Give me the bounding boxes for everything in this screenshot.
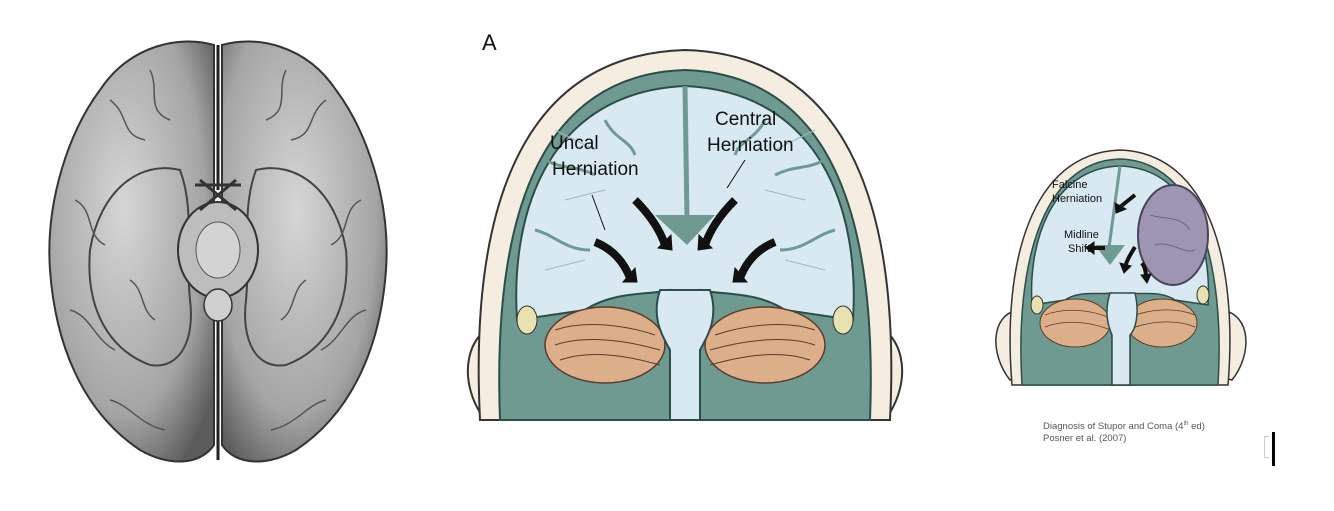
brain-inferior-view [30, 20, 410, 470]
panel-letter: A [482, 30, 497, 55]
herniation-arrows [1085, 193, 1152, 284]
right-fat-pad [832, 305, 854, 335]
text-cursor-icon [1272, 432, 1275, 466]
midline-label-line2: Shift [1068, 243, 1091, 255]
brainstem [655, 289, 715, 421]
citation-superscript: th [1183, 421, 1189, 427]
central-label-line1: Central [715, 109, 777, 130]
text-cursor-bracket [1264, 436, 1269, 458]
gyri-lines [69, 69, 367, 431]
medulla [203, 288, 233, 322]
cerebellum-folia [554, 324, 816, 366]
citation-edition: ed) [1188, 421, 1205, 433]
brainstem [1106, 292, 1138, 386]
left-fat-pad [1030, 295, 1044, 315]
herniation-arrows [593, 197, 777, 283]
uncal-label-line2: Herniation [552, 159, 639, 180]
uncal-central-herniation-figure: A Uncal Herniation Central Herniation [455, 20, 915, 430]
hematoma [1137, 184, 1209, 286]
falcine-herniation-figure: Falcine Herniation Midline Shift [990, 145, 1265, 395]
uncal-arrow-right [736, 238, 777, 280]
central-leader-line [726, 159, 746, 189]
left-hemisphere [48, 40, 215, 463]
falcine-label-line1: Falcine [1052, 179, 1088, 191]
right-fat-pad [1196, 285, 1210, 305]
falx [682, 85, 690, 221]
uncal-arrow-left [593, 238, 634, 280]
fine-sulci-lines [544, 129, 826, 271]
brain-inferior-drawing [48, 40, 388, 463]
falcine-label-line2: Herniation [1052, 193, 1103, 205]
citation: Diagnosis of Stupor and Coma (4th ed) Po… [1043, 418, 1205, 445]
uncal-label-line1: Uncal [550, 133, 599, 154]
third-ventricle [655, 215, 715, 245]
coronal-section-drawing [466, 48, 904, 421]
central-arrow-right [701, 197, 738, 247]
right-hemisphere [221, 40, 388, 463]
falcine-arrow [1118, 193, 1137, 209]
citation-line2: Posner et al. (2007) [1043, 433, 1127, 445]
citation-line1: Diagnosis of Stupor and Coma (4th ed) [1043, 418, 1205, 433]
falx-shifted [1106, 165, 1122, 256]
central-arrow-left [632, 197, 669, 247]
central-label-line2: Herniation [707, 135, 794, 156]
cerebellum-folia [1044, 309, 1196, 330]
left-fat-pad [516, 305, 538, 335]
uncal-leader-line [591, 194, 606, 231]
citation-title: Diagnosis of Stupor and Coma (4 [1043, 421, 1184, 433]
optic-chiasm [195, 178, 241, 212]
sulci-lines [534, 119, 836, 252]
falcine-coronal-drawing [995, 149, 1247, 386]
midline-label-line1: Midline [1064, 229, 1099, 241]
